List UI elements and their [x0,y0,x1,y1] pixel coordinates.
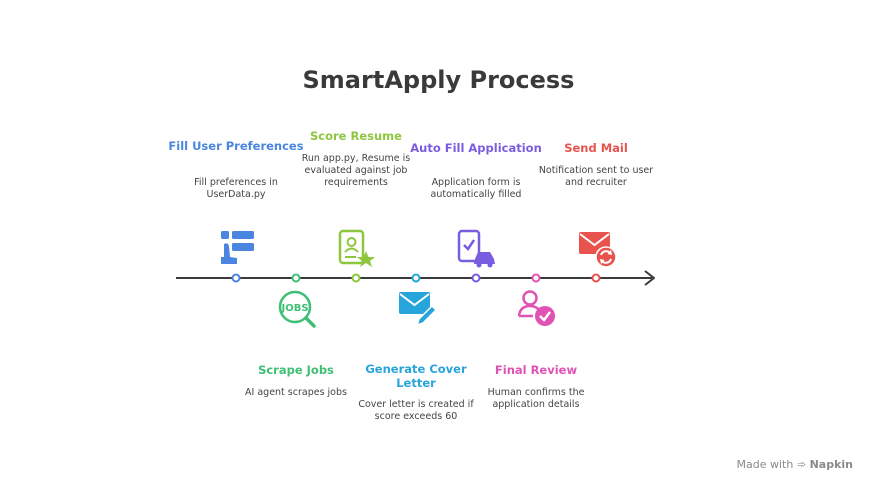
timeline-marker-1 [231,273,241,283]
timeline-arrowhead [644,270,655,286]
mail-pen-icon [399,292,437,327]
resume-star-icon [338,229,375,267]
page-title: SmartApply Process [302,66,575,94]
svg-text:JOBS: JOBS [280,303,308,314]
step-4-title: Generate Cover Letter [365,362,467,390]
phone-car-icon [457,229,495,268]
timeline-marker-6 [531,273,541,283]
step-6-title: Final Review [494,363,578,377]
step-2-title: Scrape Jobs [258,363,334,377]
step-1-desc: Fill preferences in UserData.py [194,177,278,200]
form-list-icon [221,231,254,264]
step-6-desc: Human confirms the application details [487,387,585,410]
step-7-desc: Notification sent to user and recruiter [538,165,654,188]
napkin-logo-icon: ➾ [796,458,807,471]
timeline-marker-2 [291,273,301,283]
footer-brand: Napkin [809,458,853,471]
step-7-title: Send Mail [564,141,628,155]
step-4-desc: Cover letter is created if score exceeds… [358,399,474,422]
timeline-marker-3 [351,273,361,283]
step-1-title: Fill User Preferences [168,139,304,153]
footer-prefix: Made with [736,458,794,471]
step-3-title: Score Resume [310,129,402,143]
timeline-marker-7 [591,273,601,283]
step-2-desc: AI agent scrapes jobs [245,387,347,398]
step-5-desc: Application form is automatically filled [430,177,522,200]
step-5-title: Auto Fill Application [410,141,542,155]
mail-refresh-icon [579,232,617,268]
jobs-search-icon: JOBS [278,290,316,328]
made-with-napkin-footer: Made with ➾ Napkin [737,458,853,471]
timeline-markers [231,273,601,283]
timeline-marker-5 [471,273,481,283]
person-check-icon [517,290,555,326]
timeline-marker-4 [411,273,421,283]
step-3-desc: Run app.py, Resume is evaluated against … [301,153,411,188]
